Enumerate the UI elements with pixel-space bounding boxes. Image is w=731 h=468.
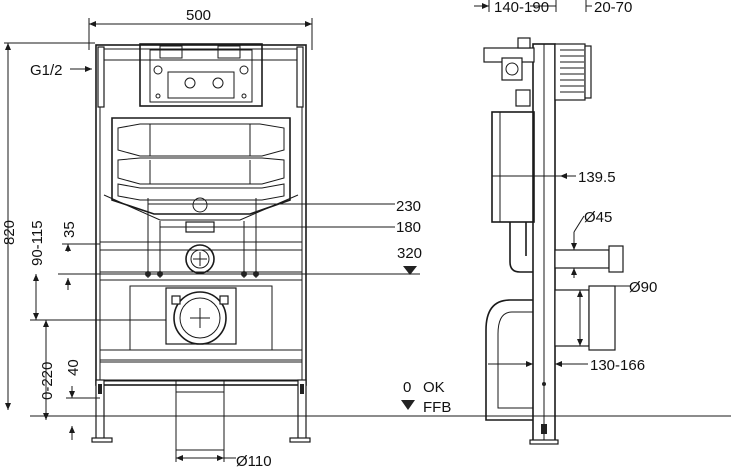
- dimension-35-label: 35: [61, 221, 78, 238]
- dimension-40-label: 40: [65, 359, 82, 376]
- dimension-230-label: 230: [396, 198, 421, 215]
- depth-dimension-label: 140-190: [494, 0, 549, 16]
- dimension-180-label: 180: [396, 219, 421, 236]
- inlet-label: G1/2: [30, 62, 63, 79]
- ok-value: 0: [403, 379, 411, 396]
- ok-label: OK: [423, 379, 445, 396]
- front-view: 500 820 G1/2: [1, 7, 731, 468]
- dimension-90-115-label: 90-115: [29, 220, 46, 266]
- frame-outline: [95, 44, 307, 386]
- wc-pipe: [485, 299, 533, 421]
- height-dimension-label: 820: [1, 220, 18, 245]
- outlet-diameter-label: Ø110: [236, 453, 272, 468]
- ffb-label: FFB: [423, 399, 451, 416]
- dimension-139-5-label: 139.5: [578, 169, 616, 186]
- width-dimension-label: 500: [186, 7, 211, 24]
- cistern-side: [491, 111, 535, 223]
- plate-dimension-label: 20-70: [594, 0, 632, 16]
- pipe-90-label: Ø90: [629, 279, 657, 296]
- range-130-166-label: 130-166: [590, 357, 645, 374]
- pipe-45-label: Ø45: [584, 209, 612, 226]
- cistern-body: [111, 117, 291, 215]
- level-320-label: 320: [397, 245, 422, 262]
- wc-connection: [173, 291, 227, 345]
- cistern-plate: [139, 43, 263, 107]
- upper-connection: [185, 244, 215, 274]
- side-view: 140-190 20-70 139.5: [474, 0, 657, 445]
- dimension-0-220-label: 0-220: [39, 362, 56, 400]
